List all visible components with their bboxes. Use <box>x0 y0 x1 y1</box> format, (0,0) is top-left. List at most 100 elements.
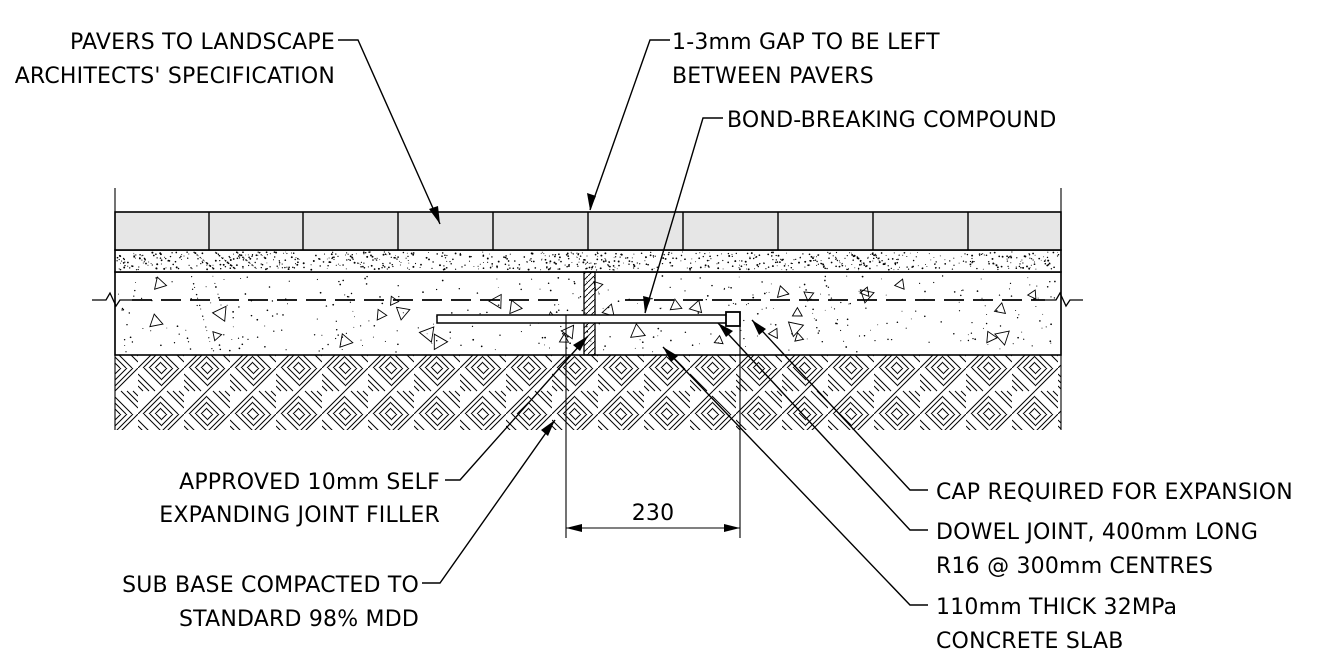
sand-dot <box>645 263 648 265</box>
sand-dot <box>400 262 402 263</box>
sand-dot <box>922 267 924 269</box>
sand-dot <box>256 257 258 260</box>
sand-dot <box>717 267 720 270</box>
aggregate-dot <box>985 322 988 325</box>
sand-dot <box>609 265 611 268</box>
sand-dot <box>392 265 394 268</box>
sand-dot <box>292 252 295 254</box>
sand-dot <box>691 258 693 260</box>
sand-dot <box>869 267 871 270</box>
aggregate-dot <box>652 351 654 353</box>
sand-dot <box>129 267 131 269</box>
sand-dot <box>577 253 580 255</box>
aggregate-dot <box>558 303 560 305</box>
aggregate-dot <box>669 286 671 289</box>
sand-dot <box>591 268 593 270</box>
aggregate-triangle <box>688 299 703 314</box>
aggregate-dot <box>128 312 131 314</box>
sand-dot <box>1019 263 1021 265</box>
sand-dot <box>772 258 774 261</box>
sand-dot <box>245 254 247 256</box>
aggregate-dot <box>353 326 355 328</box>
aggregate-dot <box>467 309 469 311</box>
sand-dot <box>1006 258 1008 260</box>
aggregate-dot <box>364 277 366 280</box>
sand-dot <box>142 262 144 264</box>
label-pavers-line1: PAVERS TO LANDSCAPE <box>70 30 335 55</box>
sand-dot <box>124 261 126 263</box>
sand-dot <box>757 265 759 268</box>
sand-dot <box>142 254 144 256</box>
sand-dot <box>902 254 904 256</box>
aggregate-dot <box>642 347 644 349</box>
sand-dot <box>214 251 216 253</box>
sand-dot <box>169 267 172 269</box>
sand-dot <box>159 257 162 259</box>
aggregate-dot <box>199 304 201 307</box>
sand-dot <box>266 254 268 256</box>
aggregate-dot <box>218 344 221 346</box>
aggregate-dot <box>812 308 814 311</box>
sand-dot <box>121 260 123 262</box>
sand-dot <box>958 262 960 264</box>
aggregate-dot <box>281 329 283 331</box>
sand-dot <box>287 268 290 271</box>
sand-dot <box>1032 259 1034 261</box>
aggregate-dot <box>863 335 866 337</box>
sand-dot <box>186 251 188 253</box>
aggregate-dot <box>518 283 521 285</box>
sand-dot <box>876 265 878 267</box>
sand-dot <box>487 261 489 263</box>
sand-dot <box>148 261 150 263</box>
sand-dot <box>816 264 818 266</box>
sand-dot <box>1047 251 1049 253</box>
aggregate-dot <box>858 290 860 292</box>
aggregate-dot <box>129 336 132 339</box>
aggregate-dot <box>747 303 749 305</box>
aggregate-triangle <box>993 302 1007 314</box>
aggregate-dot <box>396 330 398 332</box>
aggregate-triangle <box>509 299 523 315</box>
aggregate-dot <box>194 286 196 288</box>
sand-dot <box>912 259 915 262</box>
sand-dot <box>604 252 607 255</box>
sand-dot <box>346 259 348 261</box>
sand-dot <box>841 263 842 265</box>
sand-dot <box>817 263 820 265</box>
sand-dot <box>236 257 239 260</box>
sand-dot <box>1006 255 1008 258</box>
sand-dot <box>771 255 773 257</box>
sand-dot <box>670 265 672 267</box>
sand-dot <box>386 254 388 256</box>
sand-dot <box>156 268 158 270</box>
sand-dot <box>363 253 365 255</box>
sand-dot <box>631 260 633 263</box>
sand-dot <box>809 259 812 262</box>
sand-dot <box>680 254 683 257</box>
sand-dot <box>443 268 446 271</box>
aggregate-dot <box>497 304 500 306</box>
sand-dot <box>835 256 837 258</box>
sand-dot <box>252 265 254 267</box>
sand-dot <box>319 265 321 267</box>
aggregate-dot <box>212 350 215 352</box>
sand-dot <box>550 267 552 269</box>
sand-dot <box>382 264 385 267</box>
sand-dot <box>584 259 586 261</box>
sand-dot <box>639 263 641 265</box>
sand-dot <box>407 255 409 258</box>
aggregate-dot <box>122 309 124 311</box>
sand-dot <box>514 260 516 262</box>
sand-dot <box>368 251 371 253</box>
sand-dot <box>441 255 443 258</box>
sand-dot <box>821 263 823 265</box>
sand-dot <box>576 256 577 258</box>
aggregate-dot <box>603 349 605 351</box>
sand-dot <box>903 251 906 254</box>
aggregate-dot <box>1050 323 1052 326</box>
sand-dot <box>612 265 615 267</box>
sand-dot <box>746 252 749 255</box>
sand-dot <box>224 265 227 268</box>
aggregate-dot <box>821 340 824 343</box>
sand-dot <box>260 263 262 265</box>
